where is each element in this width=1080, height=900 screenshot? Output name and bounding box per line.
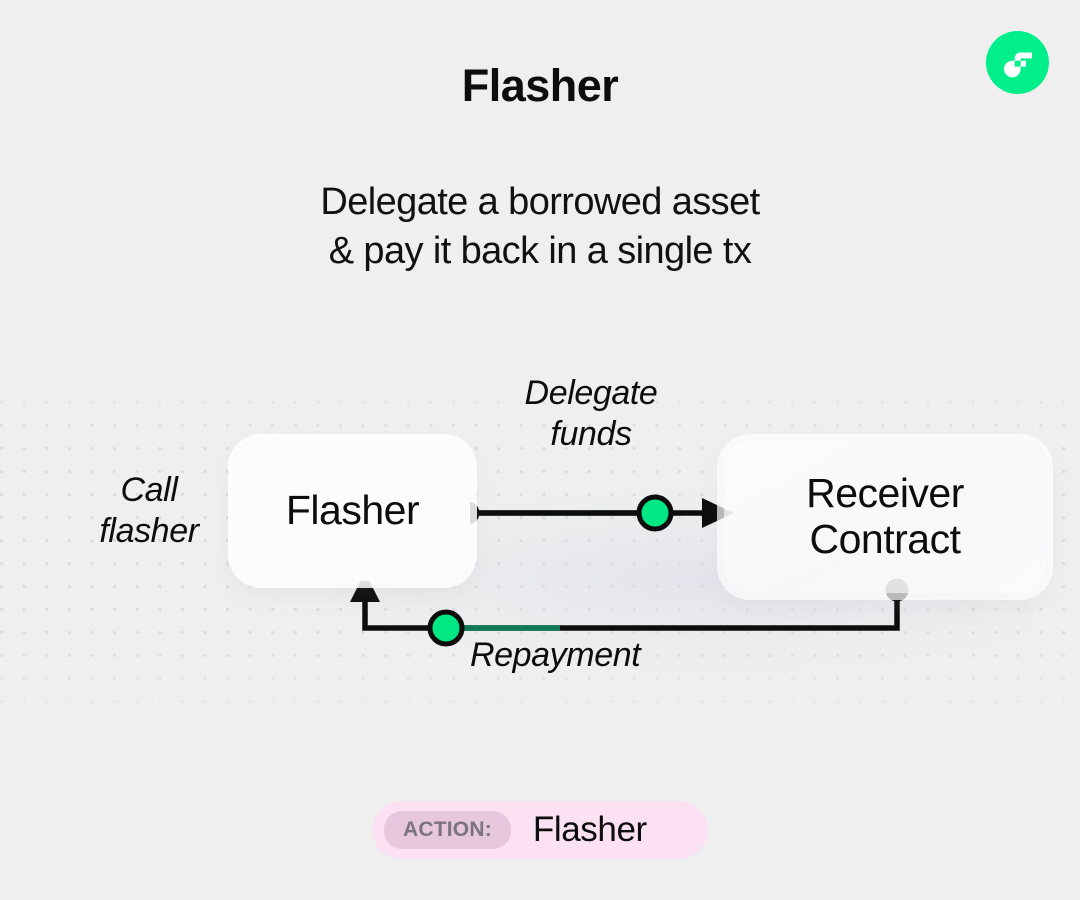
action-value: Flasher bbox=[532, 810, 647, 849]
repayment-arrowhead bbox=[350, 572, 380, 602]
flow-logo-icon bbox=[998, 43, 1038, 83]
annotation-call-flasher: Call flasher bbox=[99, 471, 199, 551]
page-title: Flasher bbox=[461, 60, 619, 111]
node-receiver[interactable]: Receiver Contract bbox=[724, 441, 1046, 593]
annotation-repayment: Repayment bbox=[470, 636, 641, 674]
flow-logo bbox=[986, 31, 1049, 94]
action-badge[interactable]: ACTION: Flasher bbox=[372, 801, 708, 859]
node-flasher[interactable]: Flasher bbox=[235, 441, 470, 581]
repayment-token-icon bbox=[427, 609, 465, 647]
repayment-wire bbox=[362, 590, 900, 631]
node-flasher-label: Flasher bbox=[285, 487, 420, 534]
delegate-arrowhead bbox=[702, 498, 734, 528]
flow-diagram: Flasher Receiver Contract Call flasher D… bbox=[0, 340, 1080, 760]
annotation-delegate-funds: Delegate funds bbox=[524, 374, 658, 454]
node-receiver-label: Receiver Contract bbox=[806, 470, 964, 562]
action-tag-label: ACTION: bbox=[384, 811, 511, 849]
page-subtitle: Delegate a borrowed asset & pay it back … bbox=[320, 181, 760, 273]
delegate-token-icon bbox=[636, 494, 674, 532]
